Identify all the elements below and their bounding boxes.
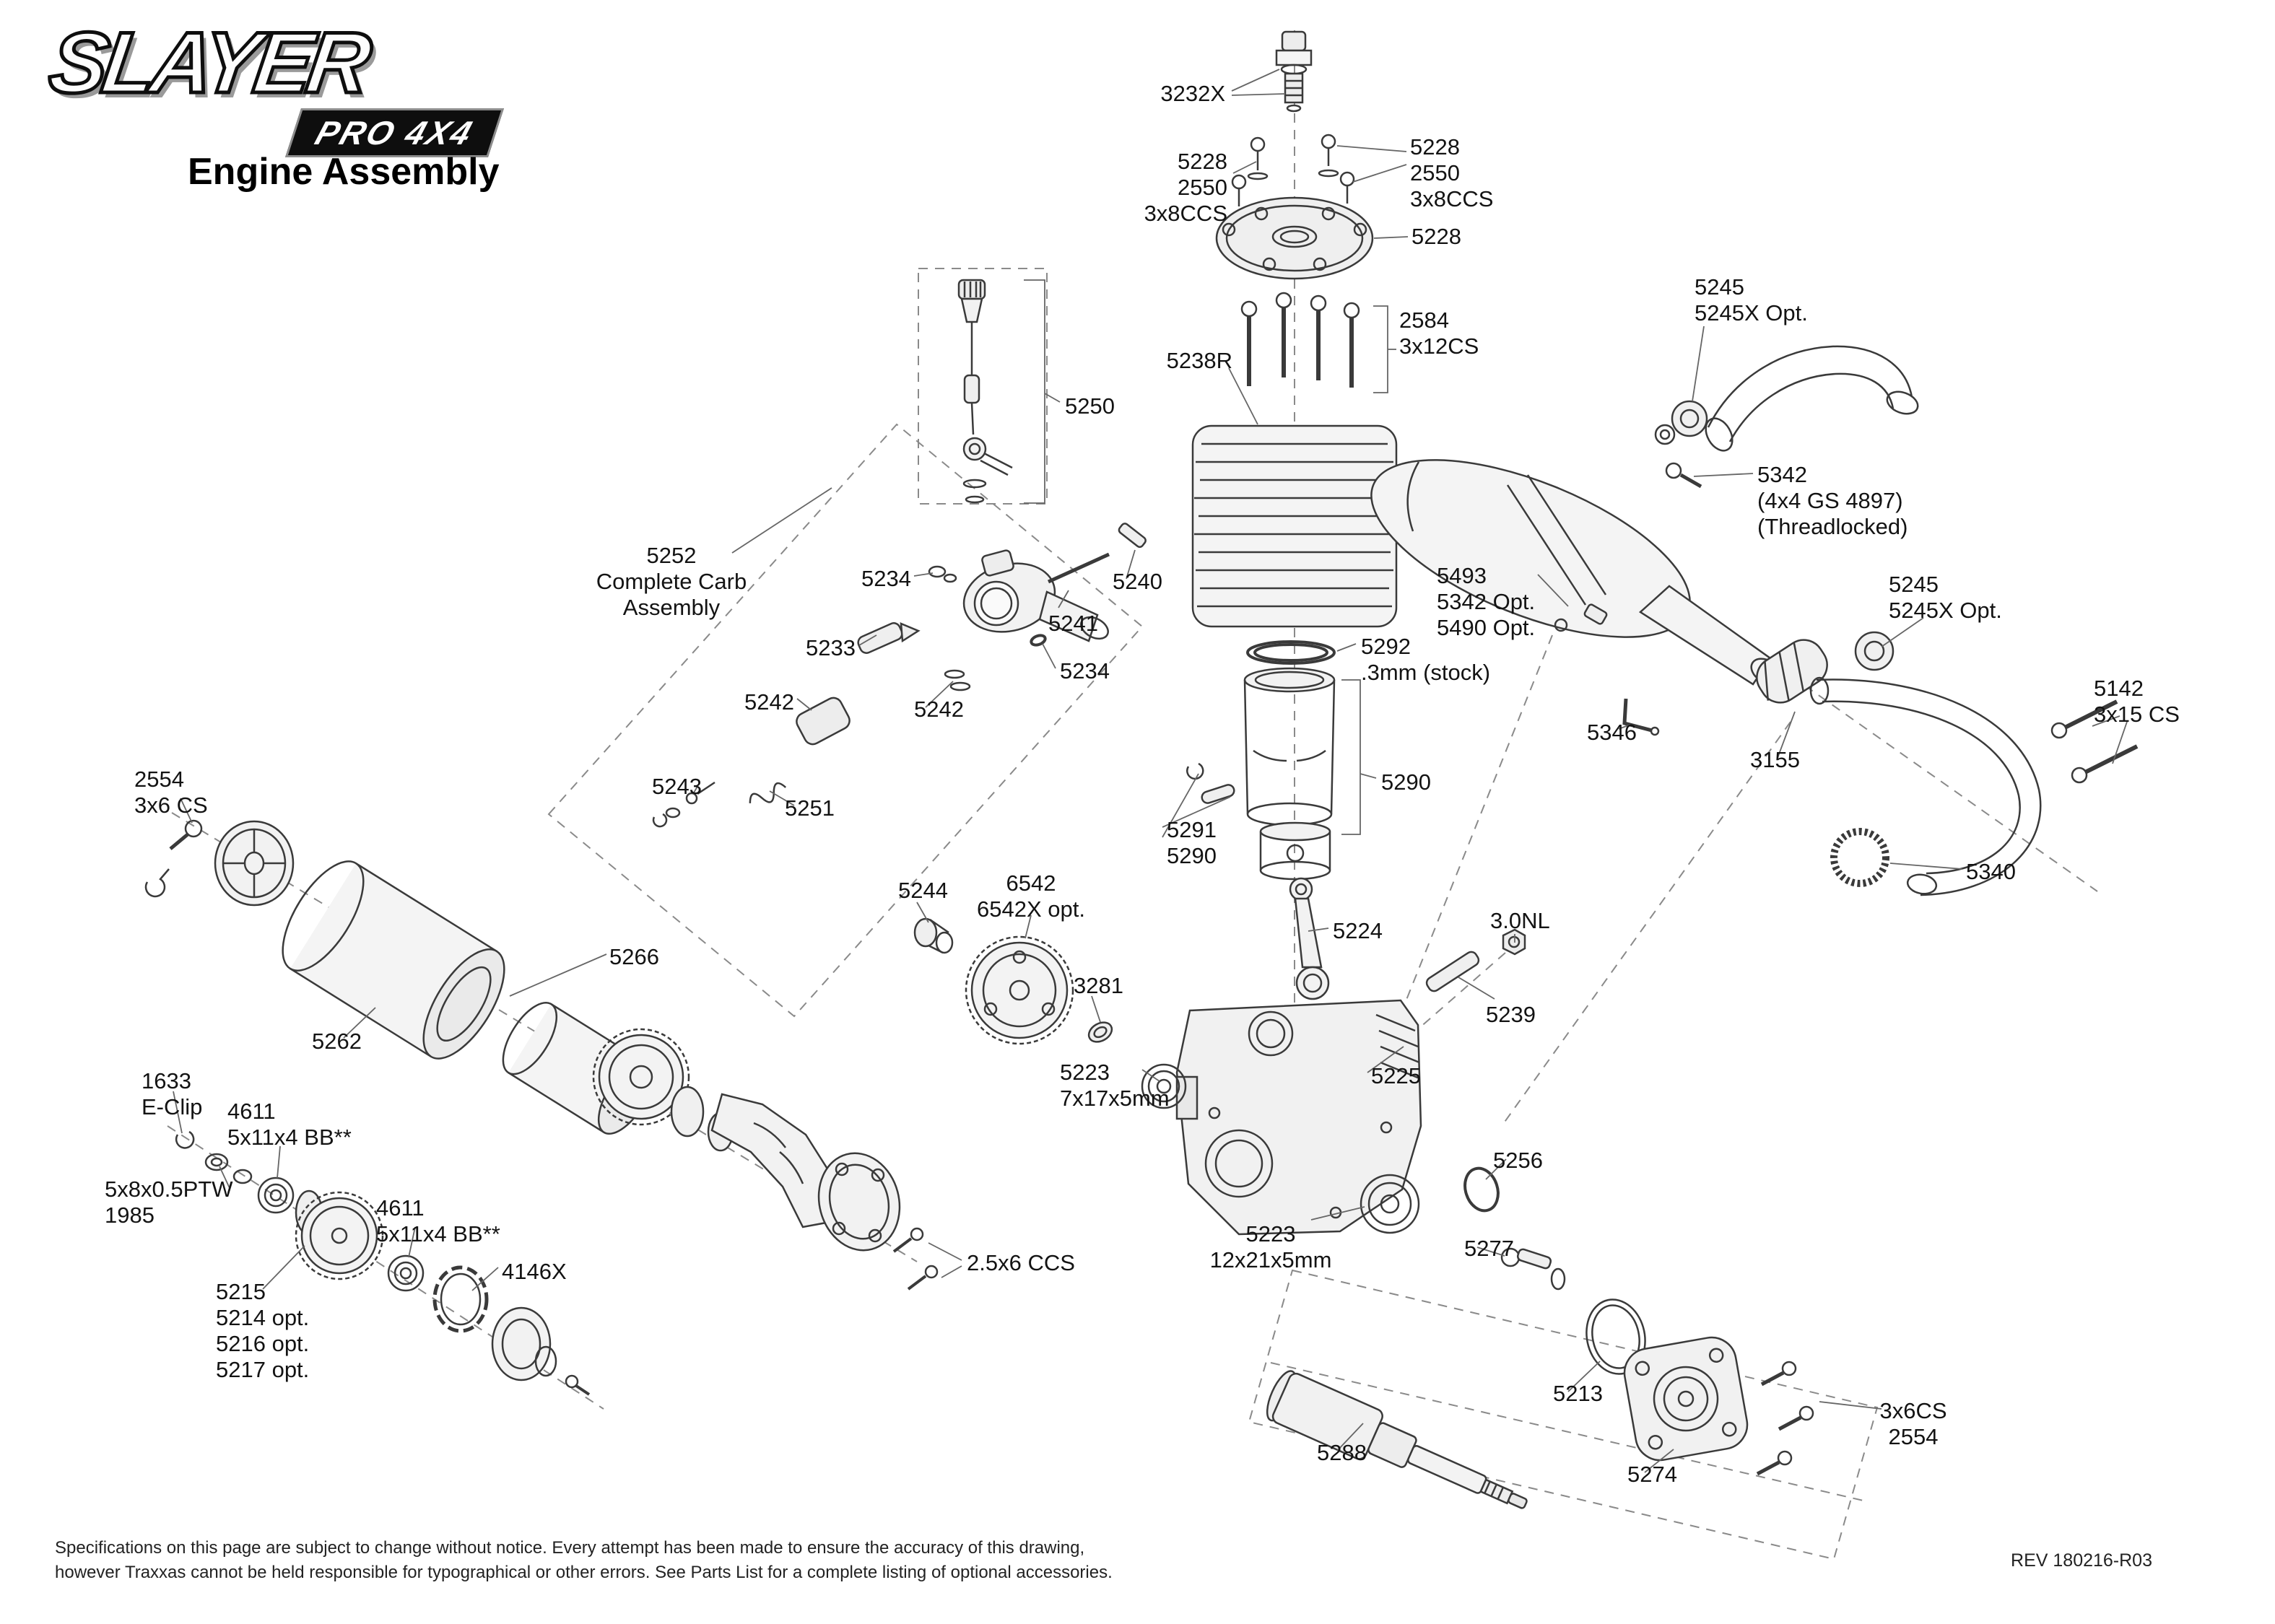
part-label-5239: 5239 xyxy=(1486,1002,1536,1027)
part-label-5234-oring: 5234 xyxy=(1060,658,1110,684)
part-label-5242-mid: 5242 xyxy=(914,697,964,722)
revision-number: REV 180216-R03 xyxy=(2011,1550,2152,1571)
part-label-2-5x6CCS: 2.5x6 CCS xyxy=(967,1250,1075,1275)
part-label-5238R: 5238R xyxy=(1166,348,1232,373)
part-label-5288: 5288 xyxy=(1317,1440,1367,1465)
crankcase-drawing xyxy=(1175,999,1422,1236)
engine-mount-plate-drawing xyxy=(817,1152,939,1291)
fuel-fitting-drawing xyxy=(1425,928,1526,992)
logo-slayer-text: SLAYER xyxy=(42,13,374,113)
part-label-5266: 5266 xyxy=(609,944,659,969)
part-label-5340: 5340 xyxy=(1966,859,2016,884)
flywheel-screw-drawing xyxy=(144,819,203,898)
part-label-5241: 5241 xyxy=(1048,611,1098,636)
disclaimer-text: Specifications on this page are subject … xyxy=(55,1536,1113,1584)
head-shim-drawing xyxy=(1246,640,1336,665)
crankpin-parts-drawing xyxy=(1500,1247,1566,1291)
part-label-5290: 5290 xyxy=(1381,769,1431,795)
backplate-oring-drawing xyxy=(1463,1166,1500,1213)
small-drive-parts-drawing xyxy=(175,1130,591,1396)
part-label-5262: 5262 xyxy=(312,1029,362,1054)
leader-lines xyxy=(173,69,2128,1473)
head-bolts-2584-drawing xyxy=(1240,292,1360,388)
backplate-screws-drawing xyxy=(1756,1361,1814,1476)
piston-drawing xyxy=(1259,821,1331,881)
part-label-5256: 5256 xyxy=(1493,1148,1543,1173)
tuned-pipe-drawing xyxy=(1370,459,1782,686)
cooling-head-plate-drawing xyxy=(1215,196,1374,280)
part-label-3155: 3155 xyxy=(1750,747,1800,772)
intake-boot-drawing xyxy=(710,1093,843,1228)
part-label-5233: 5233 xyxy=(806,635,856,660)
part-label-5225: 5225 xyxy=(1371,1063,1421,1088)
disclaimer-line-1: Specifications on this page are subject … xyxy=(55,1538,1085,1558)
part-label-5224: 5224 xyxy=(1333,918,1383,943)
part-label-4146X: 4146X xyxy=(502,1259,567,1284)
flywheel-drawing xyxy=(214,820,295,907)
part-label-3-0NL: 3.0NL xyxy=(1490,908,1550,933)
disclaimer-line-2: however Traxxas cannot be held responsib… xyxy=(55,1562,1113,1582)
collet-drawing xyxy=(913,917,954,954)
header-screws-drawing xyxy=(2050,699,2139,784)
part-label-5250: 5250 xyxy=(1065,393,1115,419)
part-label-5274: 5274 xyxy=(1627,1462,1677,1487)
part-label-3232X: 3232X xyxy=(1160,81,1225,106)
part-label-5244: 5244 xyxy=(898,878,948,903)
part-label-5292: 5292.3mm (stock) xyxy=(1361,634,1491,685)
front-bearing-drawing xyxy=(1141,1063,1187,1109)
part-label-5243: 5243 xyxy=(652,774,702,799)
exhaust-coupler-drawing xyxy=(1756,631,1895,704)
clutch-drum-drawing xyxy=(282,860,505,1060)
page-title: Engine Assembly xyxy=(188,151,500,193)
pressure-fitting-wire-drawing xyxy=(1622,698,1660,736)
part-label-3281: 3281 xyxy=(1074,973,1123,998)
backplate-drawing xyxy=(1623,1336,1749,1462)
part-label-5234-top: 5234 xyxy=(861,566,911,591)
connecting-rod-drawing xyxy=(1289,877,1330,1000)
exhaust-manifold-drawing xyxy=(1654,345,1919,489)
cylinder-head-drawing xyxy=(1191,424,1398,628)
header-pipe-drawing xyxy=(1809,676,2042,896)
clutch-gear-drawing xyxy=(965,935,1074,1045)
rear-bearing-drawing xyxy=(1360,1174,1420,1234)
pilot-bushing-drawing xyxy=(1087,1021,1113,1043)
wrist-pin-drawing xyxy=(1186,762,1235,804)
cylinder-sleeve-drawing xyxy=(1243,667,1336,826)
part-label-5242-left: 5242 xyxy=(744,689,794,715)
part-label-5346: 5346 xyxy=(1587,720,1637,745)
part-label-5251: 5251 xyxy=(785,795,835,821)
part-label-5213: 5213 xyxy=(1553,1381,1603,1406)
glow-plug-drawing xyxy=(1275,30,1313,113)
part-label-5228-plate: 5228 xyxy=(1411,224,1461,249)
part-label-5240: 5240 xyxy=(1113,569,1162,594)
part-label-5277: 5277 xyxy=(1464,1236,1514,1261)
crankshaft-drawing xyxy=(1266,1370,1528,1509)
part-label-5342: 5342(4x4 GS 4897)(Threadlocked) xyxy=(1757,462,1908,539)
head-screws-drawing xyxy=(1231,134,1355,206)
